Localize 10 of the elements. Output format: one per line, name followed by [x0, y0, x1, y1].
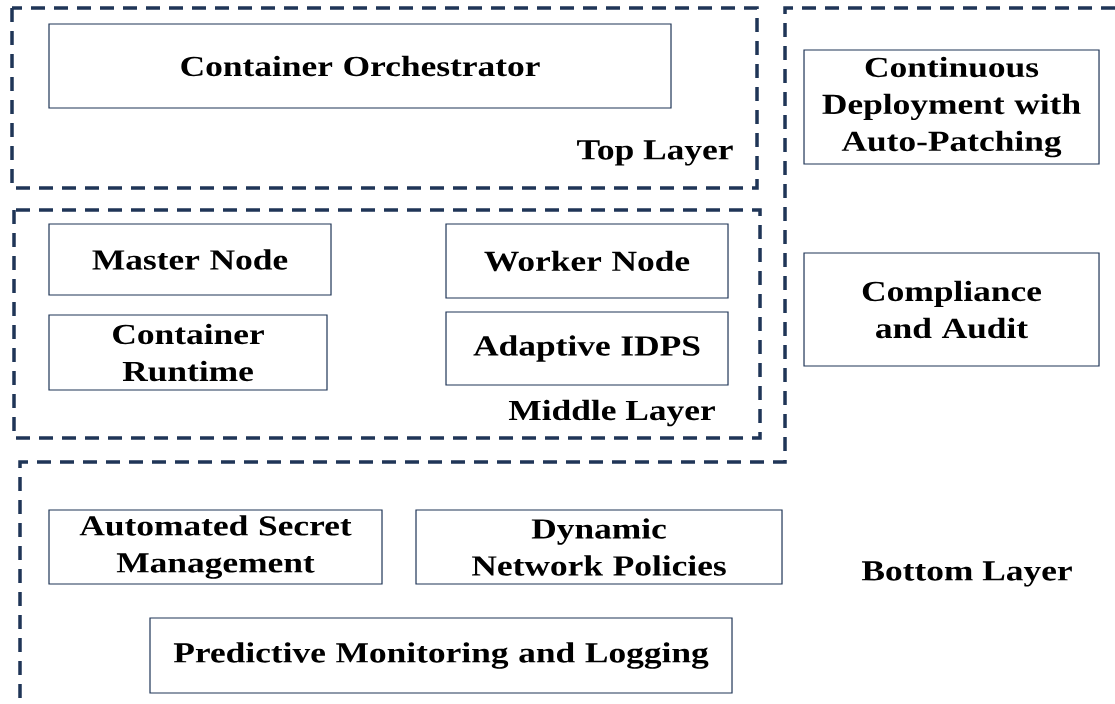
text-box: Adaptive IDPS [445, 311, 729, 386]
text-box: Container Runtime [48, 314, 328, 391]
text-box: Continuous Deployment with Auto-Patching [803, 49, 1100, 165]
text-box: Container Orchestrator [48, 23, 672, 109]
text-box: Compliance and Audit [803, 252, 1100, 367]
text-box: Automated Secret Management [48, 509, 383, 585]
text-box: Master Node [48, 223, 332, 296]
text-box: Dynamic Network Policies [415, 509, 783, 585]
text-box: Predictive Monitoring and Logging [149, 617, 733, 694]
text-box: Worker Node [445, 223, 729, 299]
